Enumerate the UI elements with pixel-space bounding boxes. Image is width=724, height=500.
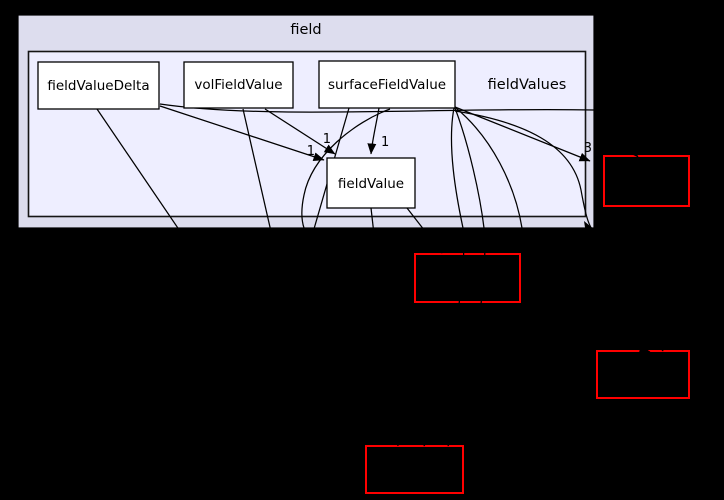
edge-right-side-descender <box>454 110 664 352</box>
edge-label-1c: 1 <box>381 135 389 150</box>
edge-volFieldValue-to-fieldValue <box>264 108 336 155</box>
node-volFieldValue-label: volFieldValue <box>194 77 282 93</box>
edge-arc-2 <box>447 107 486 447</box>
node-volFieldValue[interactable]: volFieldValue <box>183 61 294 109</box>
node-surfaceFieldValue-box[interactable] <box>318 60 456 109</box>
cluster-fieldValues-label: fieldValues <box>488 77 567 93</box>
edge-arc-1 <box>423 107 465 447</box>
corner-arrowhead <box>584 221 596 234</box>
edge-label-1a: 1 <box>307 144 315 159</box>
node-fieldValue-label: fieldValue <box>338 176 404 192</box>
edge-fieldValueDelta-to-external-right <box>159 103 639 158</box>
external-dir-box-right[interactable] <box>603 155 690 207</box>
node-fieldValueDelta-label: fieldValueDelta <box>47 78 149 94</box>
edge-fieldValue-down <box>370 207 399 447</box>
edge-surfaceFieldValue-arc-left <box>294 108 391 286</box>
edge-volFieldValue-down <box>242 108 321 447</box>
edge-fieldValueDelta-to-fieldValue <box>159 105 325 161</box>
node-fieldValueDelta[interactable]: fieldValueDelta <box>37 61 160 110</box>
node-surfaceFieldValue[interactable]: surfaceFieldValue <box>318 60 456 109</box>
edge-label-1b: 1 <box>323 132 331 147</box>
edge-fieldValue-to-external-middle <box>406 207 443 254</box>
external-dir-box-middle[interactable] <box>414 253 521 303</box>
edge-arc-3 <box>455 107 651 354</box>
node-fieldValue-box[interactable] <box>326 157 416 209</box>
node-fieldValue[interactable]: fieldValue <box>326 157 416 209</box>
node-fieldValueDelta-box[interactable] <box>37 61 160 110</box>
edge-surfaceFieldValue-to-fieldValue <box>367 107 380 155</box>
node-surfaceFieldValue-label: surfaceFieldValue <box>328 77 446 93</box>
cluster-field-label: field <box>290 22 321 38</box>
external-dir-box-bottom[interactable] <box>365 445 464 494</box>
edge-labels: 1 1 1 3 <box>307 132 592 159</box>
edge-fieldValueDelta-down <box>96 108 327 447</box>
edge-label-3: 3 <box>584 141 592 156</box>
edge-surfaceFieldValue-to-external-right <box>454 106 591 162</box>
node-volFieldValue-box[interactable] <box>183 61 294 109</box>
edges <box>96 103 664 447</box>
